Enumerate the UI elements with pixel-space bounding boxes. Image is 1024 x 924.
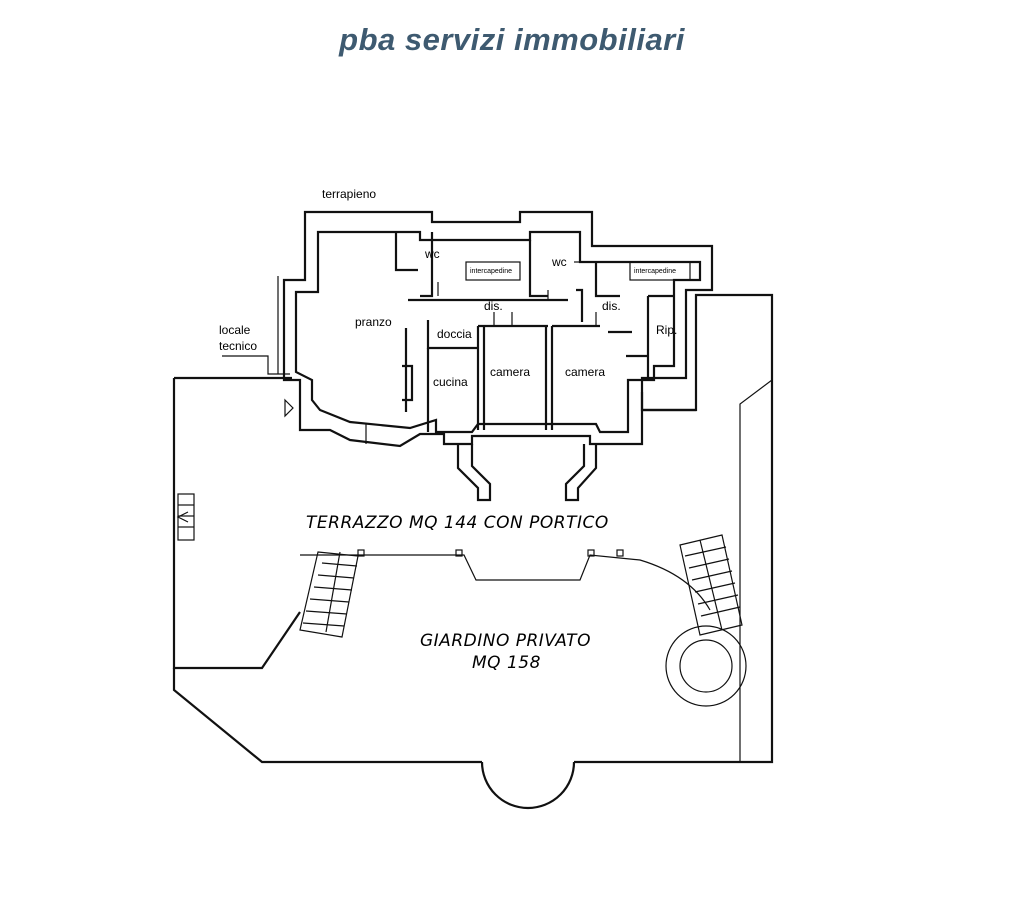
house-walls [282, 210, 714, 448]
label-doccia: doccia [437, 327, 472, 341]
label-wc-2: wc [551, 255, 567, 269]
label-camera-1: camera [490, 365, 530, 379]
label-giardino-mq: MQ 158 [472, 653, 541, 673]
door-marks [365, 261, 597, 444]
lot-boundary [172, 293, 774, 810]
label-wc-1: wc [424, 247, 440, 261]
label-terrazzo: TERRAZZO MQ 144 CON PORTICO [306, 513, 609, 533]
label-intercapedine-2: intercapedine [634, 268, 676, 275]
locale-tecnico-pointer [222, 355, 290, 375]
entry-arrow-icon [284, 398, 294, 418]
label-terrapieno: terrapieno [322, 187, 376, 201]
label-dis-2: dis. [602, 299, 621, 313]
label-cucina: cucina [433, 375, 468, 389]
label-pranzo: pranzo [355, 315, 392, 329]
label-locale: locale [219, 323, 251, 337]
bay-extensions [456, 444, 598, 502]
right-staircase [665, 534, 747, 707]
label-intercapedine-1: intercapedine [470, 268, 512, 275]
brand-title: pba servizi immobiliari [339, 22, 685, 57]
label-giardino: GIARDINO PRIVATO [420, 631, 591, 651]
garden-edge [300, 549, 711, 611]
label-dis-1: dis. [484, 299, 503, 313]
label-camera-2: camera [565, 365, 605, 379]
left-staircase [299, 551, 359, 638]
label-tecnico: tecnico [219, 339, 257, 353]
interior-walls [394, 232, 691, 432]
label-rip: Rip. [656, 323, 677, 337]
west-steps [176, 493, 195, 541]
